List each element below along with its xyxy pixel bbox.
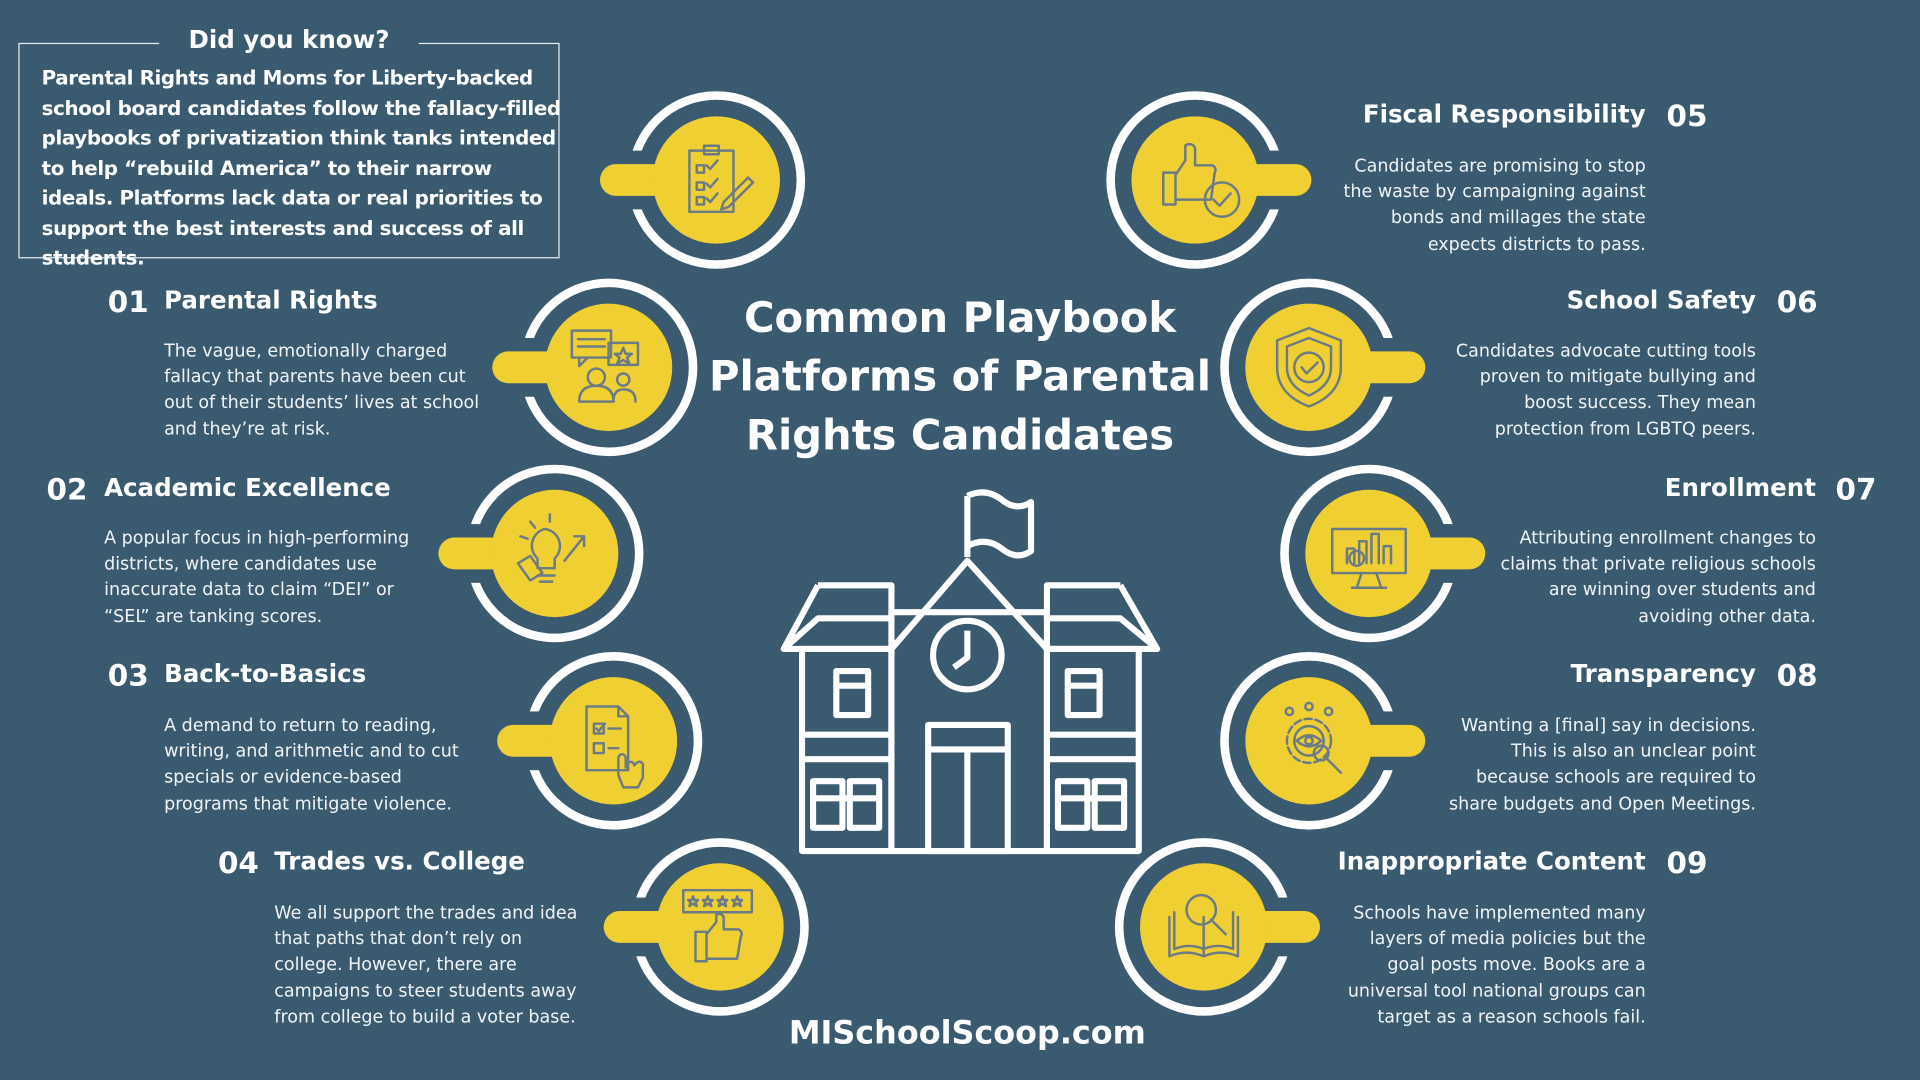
badge-core (549, 677, 678, 805)
item-body: We all support the trades and idea that … (274, 903, 578, 1028)
item-number: 07 (1835, 472, 1877, 507)
item-body: A demand to return to reading, writing, … (164, 716, 459, 814)
item-heading: Fiscal Responsibility (1362, 99, 1646, 129)
item-heading: Enrollment (1664, 472, 1816, 503)
item-number: 09 (1666, 846, 1708, 881)
item-number: 06 (1776, 285, 1818, 320)
school-building-icon (780, 489, 1161, 855)
clipboard-checklist-icon (688, 144, 755, 214)
item-body: Candidates are promising to stop the was… (1343, 156, 1646, 255)
badge-core (1245, 677, 1373, 805)
item-body: A popular focus in high-performing distr… (104, 528, 410, 627)
rating-thumbs-up-icon (682, 888, 754, 963)
item-body: Candidates advocate cutting tools proven… (1455, 341, 1756, 440)
footer-website: MISchoolScoop.com (788, 1015, 1146, 1052)
did-you-know-title: Did you know? (159, 24, 419, 54)
item-body: Schools have implemented many layers of … (1347, 903, 1646, 1028)
badge (1220, 652, 1426, 830)
item-number: 02 (46, 472, 88, 507)
item-number: 08 (1776, 658, 1818, 694)
item-heading: Parental Rights (164, 285, 378, 315)
badge (1220, 278, 1426, 457)
badge-core (544, 303, 673, 432)
book-search-icon (1168, 893, 1240, 958)
item-heading: Inappropriate Content (1337, 846, 1646, 876)
item-heading: Back-to-Basics (164, 658, 367, 689)
item-heading: Academic Excellence (104, 472, 391, 503)
badge-core (1245, 303, 1373, 432)
thumbs-up-check-icon (1162, 142, 1241, 218)
item-number: 01 (107, 285, 149, 320)
badge-core (1131, 116, 1259, 244)
monitor-chart-icon (1331, 527, 1407, 589)
badge (497, 652, 703, 830)
item-body: Wanting a [final] say in decisions. This… (1448, 716, 1756, 814)
item-number: 03 (107, 658, 149, 694)
item-heading: Transparency (1570, 658, 1756, 689)
badge (1114, 838, 1321, 1016)
badge-core (1305, 489, 1433, 618)
page-title: Common Playbook Platforms of Parental Ri… (708, 293, 1212, 461)
checklist-hand-icon (585, 705, 645, 789)
badge (1280, 464, 1486, 643)
item-body: The vague, emotionally charged fallacy t… (164, 341, 480, 440)
lightbulb-growth-icon (516, 513, 586, 583)
item-heading: Trades vs. College (274, 846, 525, 876)
item-body: Attributing enrollment changes to claims… (1500, 528, 1816, 627)
badge (603, 838, 809, 1016)
item-number: 05 (1666, 99, 1708, 134)
badge (600, 91, 806, 269)
gear-eye-icon (1284, 701, 1343, 774)
shield-check-icon (1275, 326, 1343, 408)
did-you-know-body: Parental Rights and Moms for Liberty-bac… (41, 66, 561, 270)
item-number: 04 (217, 846, 259, 881)
badge-core (656, 863, 784, 991)
badge-core (491, 489, 619, 618)
item-heading: School Safety (1566, 285, 1756, 315)
badge (492, 278, 698, 457)
badge (1106, 91, 1312, 269)
badge (438, 464, 644, 643)
chat-people-icon (570, 329, 640, 403)
